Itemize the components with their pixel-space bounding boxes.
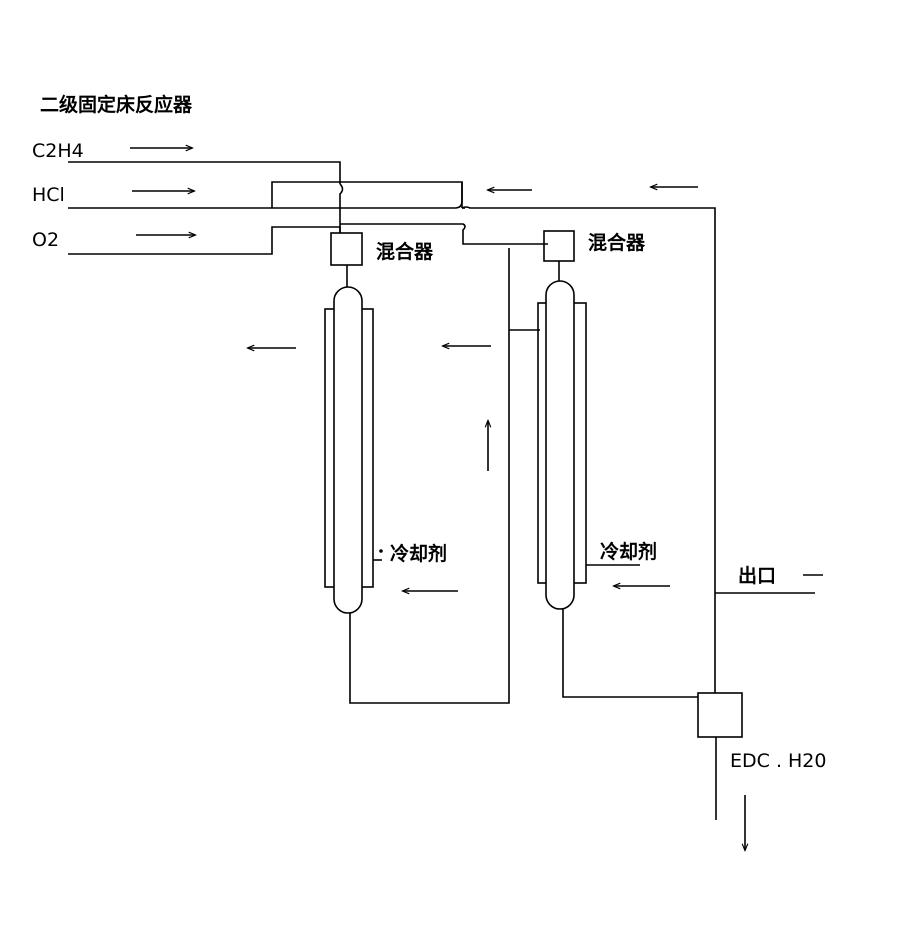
mixer-1-label: 混合器	[376, 240, 434, 263]
coolant-1-label: 冷却剂	[390, 542, 447, 565]
mixer-1	[330, 232, 363, 266]
feed-label-hcl: HCl	[32, 184, 65, 206]
hcl-recycle-line	[461, 206, 716, 700]
product-label: EDC . H20	[730, 750, 826, 772]
mixer-2-label: 混合器	[588, 231, 646, 254]
reactor-2-outlet-line	[562, 609, 698, 698]
interstage-line	[349, 248, 510, 704]
feed-line-o2	[68, 226, 341, 255]
coolant-1-dot	[379, 549, 383, 553]
c2h4-drop-to-mixer	[339, 183, 344, 233]
outlet-label: 出口	[738, 564, 776, 587]
mixer-2	[543, 230, 575, 262]
reactor-1-tube	[333, 286, 363, 614]
reactor-2-tube	[545, 280, 575, 610]
coolant-2-label: 冷却剂	[600, 540, 657, 563]
feed-label-c2h4: C2H4	[32, 140, 84, 162]
diagram-title: 二级固定床反应器	[40, 93, 193, 116]
feed-label-o2: O2	[32, 229, 59, 251]
feed-line-c2h4	[68, 161, 341, 184]
separator	[697, 692, 743, 738]
feed-line-hcl	[68, 181, 463, 209]
manifold-to-mixer-2	[340, 223, 548, 245]
